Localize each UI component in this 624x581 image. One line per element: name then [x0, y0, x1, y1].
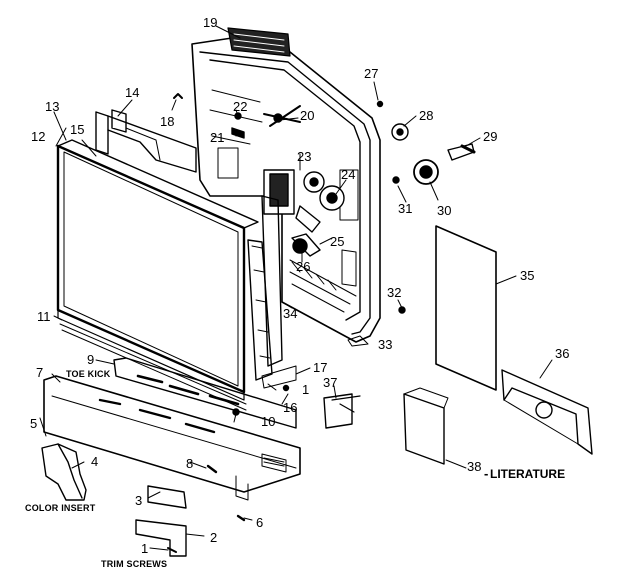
- caption-toe-kick: TOE KICK: [66, 369, 111, 379]
- callout-37: 37: [323, 375, 338, 390]
- callout-26: 26: [296, 259, 311, 274]
- callout-9: 9: [87, 352, 95, 367]
- callout-36: 36: [555, 346, 570, 361]
- bracket: [323, 393, 361, 429]
- callout-3: 3: [135, 493, 143, 508]
- literature-envelope: [403, 387, 449, 465]
- callout-27: 27: [364, 66, 379, 81]
- hardware: [167, 93, 406, 553]
- leader-lines: [39, 25, 553, 551]
- access-panel: [435, 225, 497, 391]
- callout-2: 2: [210, 530, 218, 545]
- callout-17: 17: [313, 360, 328, 375]
- callout-10: 10: [261, 414, 276, 429]
- callout-18: 18: [160, 114, 175, 129]
- side-rail: [247, 195, 297, 389]
- callout-7: 7: [36, 365, 44, 380]
- caption-literature: LITERATURE: [490, 467, 566, 481]
- callout-16: 16: [283, 400, 298, 415]
- callout-30: 30: [437, 203, 452, 218]
- callout-1-lower: 1: [141, 541, 149, 556]
- callout-32: 32: [387, 285, 402, 300]
- callout-8: 8: [186, 456, 194, 471]
- control-knob-parts: [391, 123, 476, 185]
- callout-28: 28: [419, 108, 434, 123]
- vent-assembly: [227, 27, 291, 57]
- callout-14: 14: [125, 85, 140, 100]
- callout-4: 4: [91, 454, 99, 469]
- callout-13: 13: [45, 99, 60, 114]
- callout-24: 24: [341, 167, 356, 182]
- door-bracket: [95, 109, 197, 173]
- trim-pieces: [135, 485, 187, 557]
- callout-29: 29: [483, 129, 498, 144]
- callout-22: 22: [233, 99, 248, 114]
- callout-20: 20: [300, 108, 315, 123]
- callout-34: 34: [283, 306, 298, 321]
- cover-panel: [501, 369, 593, 455]
- caption-color-insert: COLOR INSERT: [25, 503, 96, 513]
- callout-6: 6: [256, 515, 264, 530]
- callout-33: 33: [378, 337, 393, 352]
- callout-15: 15: [70, 122, 85, 137]
- outer-door-panel: [56, 139, 259, 411]
- callout-11: 11: [37, 309, 51, 324]
- lower-trim: [43, 375, 301, 501]
- callout-19: 19: [203, 15, 218, 30]
- callout-5: 5: [30, 416, 38, 431]
- callout-12: 12: [31, 129, 46, 144]
- callout-1-upper: 1: [302, 382, 310, 397]
- callout-25: 25: [330, 234, 345, 249]
- toe-kick: [113, 357, 297, 429]
- color-insert: [41, 443, 87, 501]
- callout-35: 35: [520, 268, 535, 283]
- dispenser-parts: [231, 105, 345, 257]
- callout-38: 38: [467, 459, 482, 474]
- callout-23: 23: [297, 149, 312, 164]
- callout-21: 21: [210, 130, 225, 145]
- callout-31: 31: [398, 201, 413, 216]
- literature-dash: -: [484, 466, 489, 481]
- caption-trim-screws: TRIM SCREWS: [101, 559, 168, 569]
